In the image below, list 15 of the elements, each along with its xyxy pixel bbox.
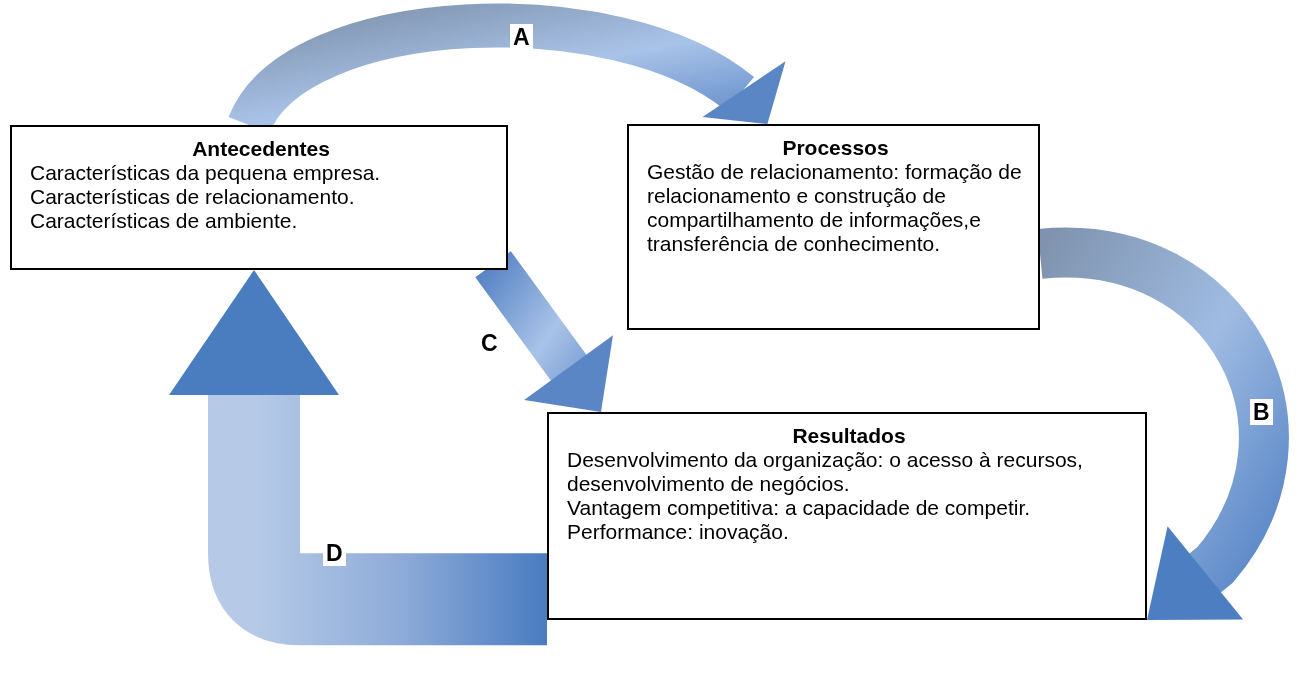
edge-label: A <box>510 24 533 50</box>
box-heading: Processos <box>781 136 890 160</box>
edge-label: B <box>1250 399 1273 425</box>
text-box <box>10 125 508 270</box>
box-heading: Antecedentes <box>191 137 331 161</box>
body-text: Características de ambiente. <box>30 209 299 233</box>
text-box <box>627 124 1040 330</box>
body-text: Características de relacionamento. <box>30 185 356 209</box>
body-text: Performance: inovação. <box>567 520 790 544</box>
box-heading: Resultados <box>791 424 907 448</box>
body-text: Vantagem competitiva: a capacidade de competir. <box>567 496 1032 520</box>
body-text: Gestão de relacionamento: formação de relacionamento e construção de compartilhamento de informações,e transferência de conhecimento. <box>647 160 1023 256</box>
text-box <box>547 412 1147 620</box>
body-text: Características da pequena empresa. <box>30 161 382 185</box>
body-text: Desenvolvimento da organização: o acesso à recursos, desenvolvimento de negócios. <box>567 448 1084 496</box>
